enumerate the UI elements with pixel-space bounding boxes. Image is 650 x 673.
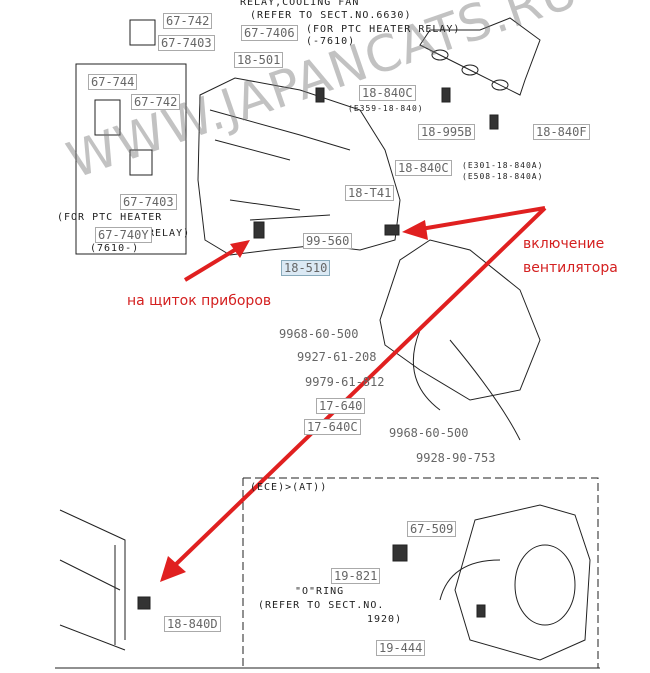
part-18-995b[interactable]: 18-995B (418, 124, 475, 140)
part-18-501[interactable]: 18-501 (234, 52, 284, 68)
note-e301: (E301-18-840A) (462, 161, 544, 170)
note-oring: "O"RING (295, 586, 345, 597)
note-e359: (E359-18-840) (348, 104, 424, 113)
radiator-drawing (59, 509, 126, 651)
part-9979-61-812[interactable]: 9979-61-812 (305, 375, 385, 389)
note-ece-at: (ECE)>(AT)) (250, 482, 328, 493)
part-67-744[interactable]: 67-744 (88, 74, 138, 90)
part-18-510[interactable]: 18-510 (281, 260, 331, 276)
part-9928-90-753[interactable]: 9928-90-753 (416, 451, 496, 465)
part-17-640c[interactable]: 17-640C (304, 419, 361, 435)
part-67-509[interactable]: 67-509 (407, 521, 457, 537)
part-19-821[interactable]: 19-821 (331, 568, 381, 584)
sensor-icons (137, 87, 499, 618)
part-18-840d[interactable]: 18-840D (164, 616, 221, 632)
ptc-relay-box (75, 63, 187, 255)
part-9927-61-208[interactable]: 9927-61-208 (297, 350, 377, 364)
at-transmission-drawing (439, 504, 591, 661)
note-e508: (E508-18-840A) (462, 172, 544, 181)
note-minus-7610: (-7610) (306, 36, 356, 47)
part-67-742[interactable]: 67-742 (163, 13, 213, 29)
part-67-740y[interactable]: 67-740Y (95, 227, 152, 243)
annotation-fan: вентилятора (523, 260, 618, 276)
note-7610: (7610-) (90, 243, 140, 254)
part-18-840c[interactable]: 18-840C (359, 85, 416, 101)
part-99-560[interactable]: 99-560 (303, 233, 353, 249)
part-67-7403[interactable]: 67-7403 (158, 35, 215, 51)
note-relay: RELAY) (148, 228, 191, 239)
part-18-840f[interactable]: 18-840F (533, 124, 590, 140)
ece-at-dashed-box (242, 477, 599, 668)
part-19-444[interactable]: 19-444 (376, 640, 426, 656)
annotation-fan-on: включение (523, 236, 605, 252)
part-67-7403-box[interactable]: 67-7403 (120, 194, 177, 210)
transmission-drawing (379, 239, 541, 441)
red-arrows (160, 206, 547, 582)
engine-block-drawing (197, 77, 401, 256)
part-18-840c-2[interactable]: 18-840C (395, 160, 452, 176)
note-refer-1920: (REFER TO SECT.NO. (258, 600, 385, 611)
note-relay-cooling-fan: RELAY,COOLING FAN (240, 0, 360, 8)
part-18-t41[interactable]: 18-T41 (345, 185, 395, 201)
relay-icons (94, 19, 156, 176)
note-ptc-relay-top: (FOR PTC HEATER RELAY) (306, 24, 461, 35)
annotation-to-dashboard: на щиток приборов (127, 293, 272, 309)
part-9968-60-500-2[interactable]: 9968-60-500 (389, 426, 469, 440)
part-67-742-box[interactable]: 67-742 (131, 94, 181, 110)
part-9968-60-500[interactable]: 9968-60-500 (279, 327, 359, 341)
part-67-7406[interactable]: 67-7406 (241, 25, 298, 41)
note-ptc-relay-left: (FOR PTC HEATER (57, 212, 163, 223)
intake-manifold-drawing (419, 17, 541, 96)
part-17-640[interactable]: 17-640 (316, 398, 366, 414)
note-refer-6630: (REFER TO SECT.NO.6630) (250, 10, 412, 21)
note-1920: 1920) (367, 614, 403, 625)
